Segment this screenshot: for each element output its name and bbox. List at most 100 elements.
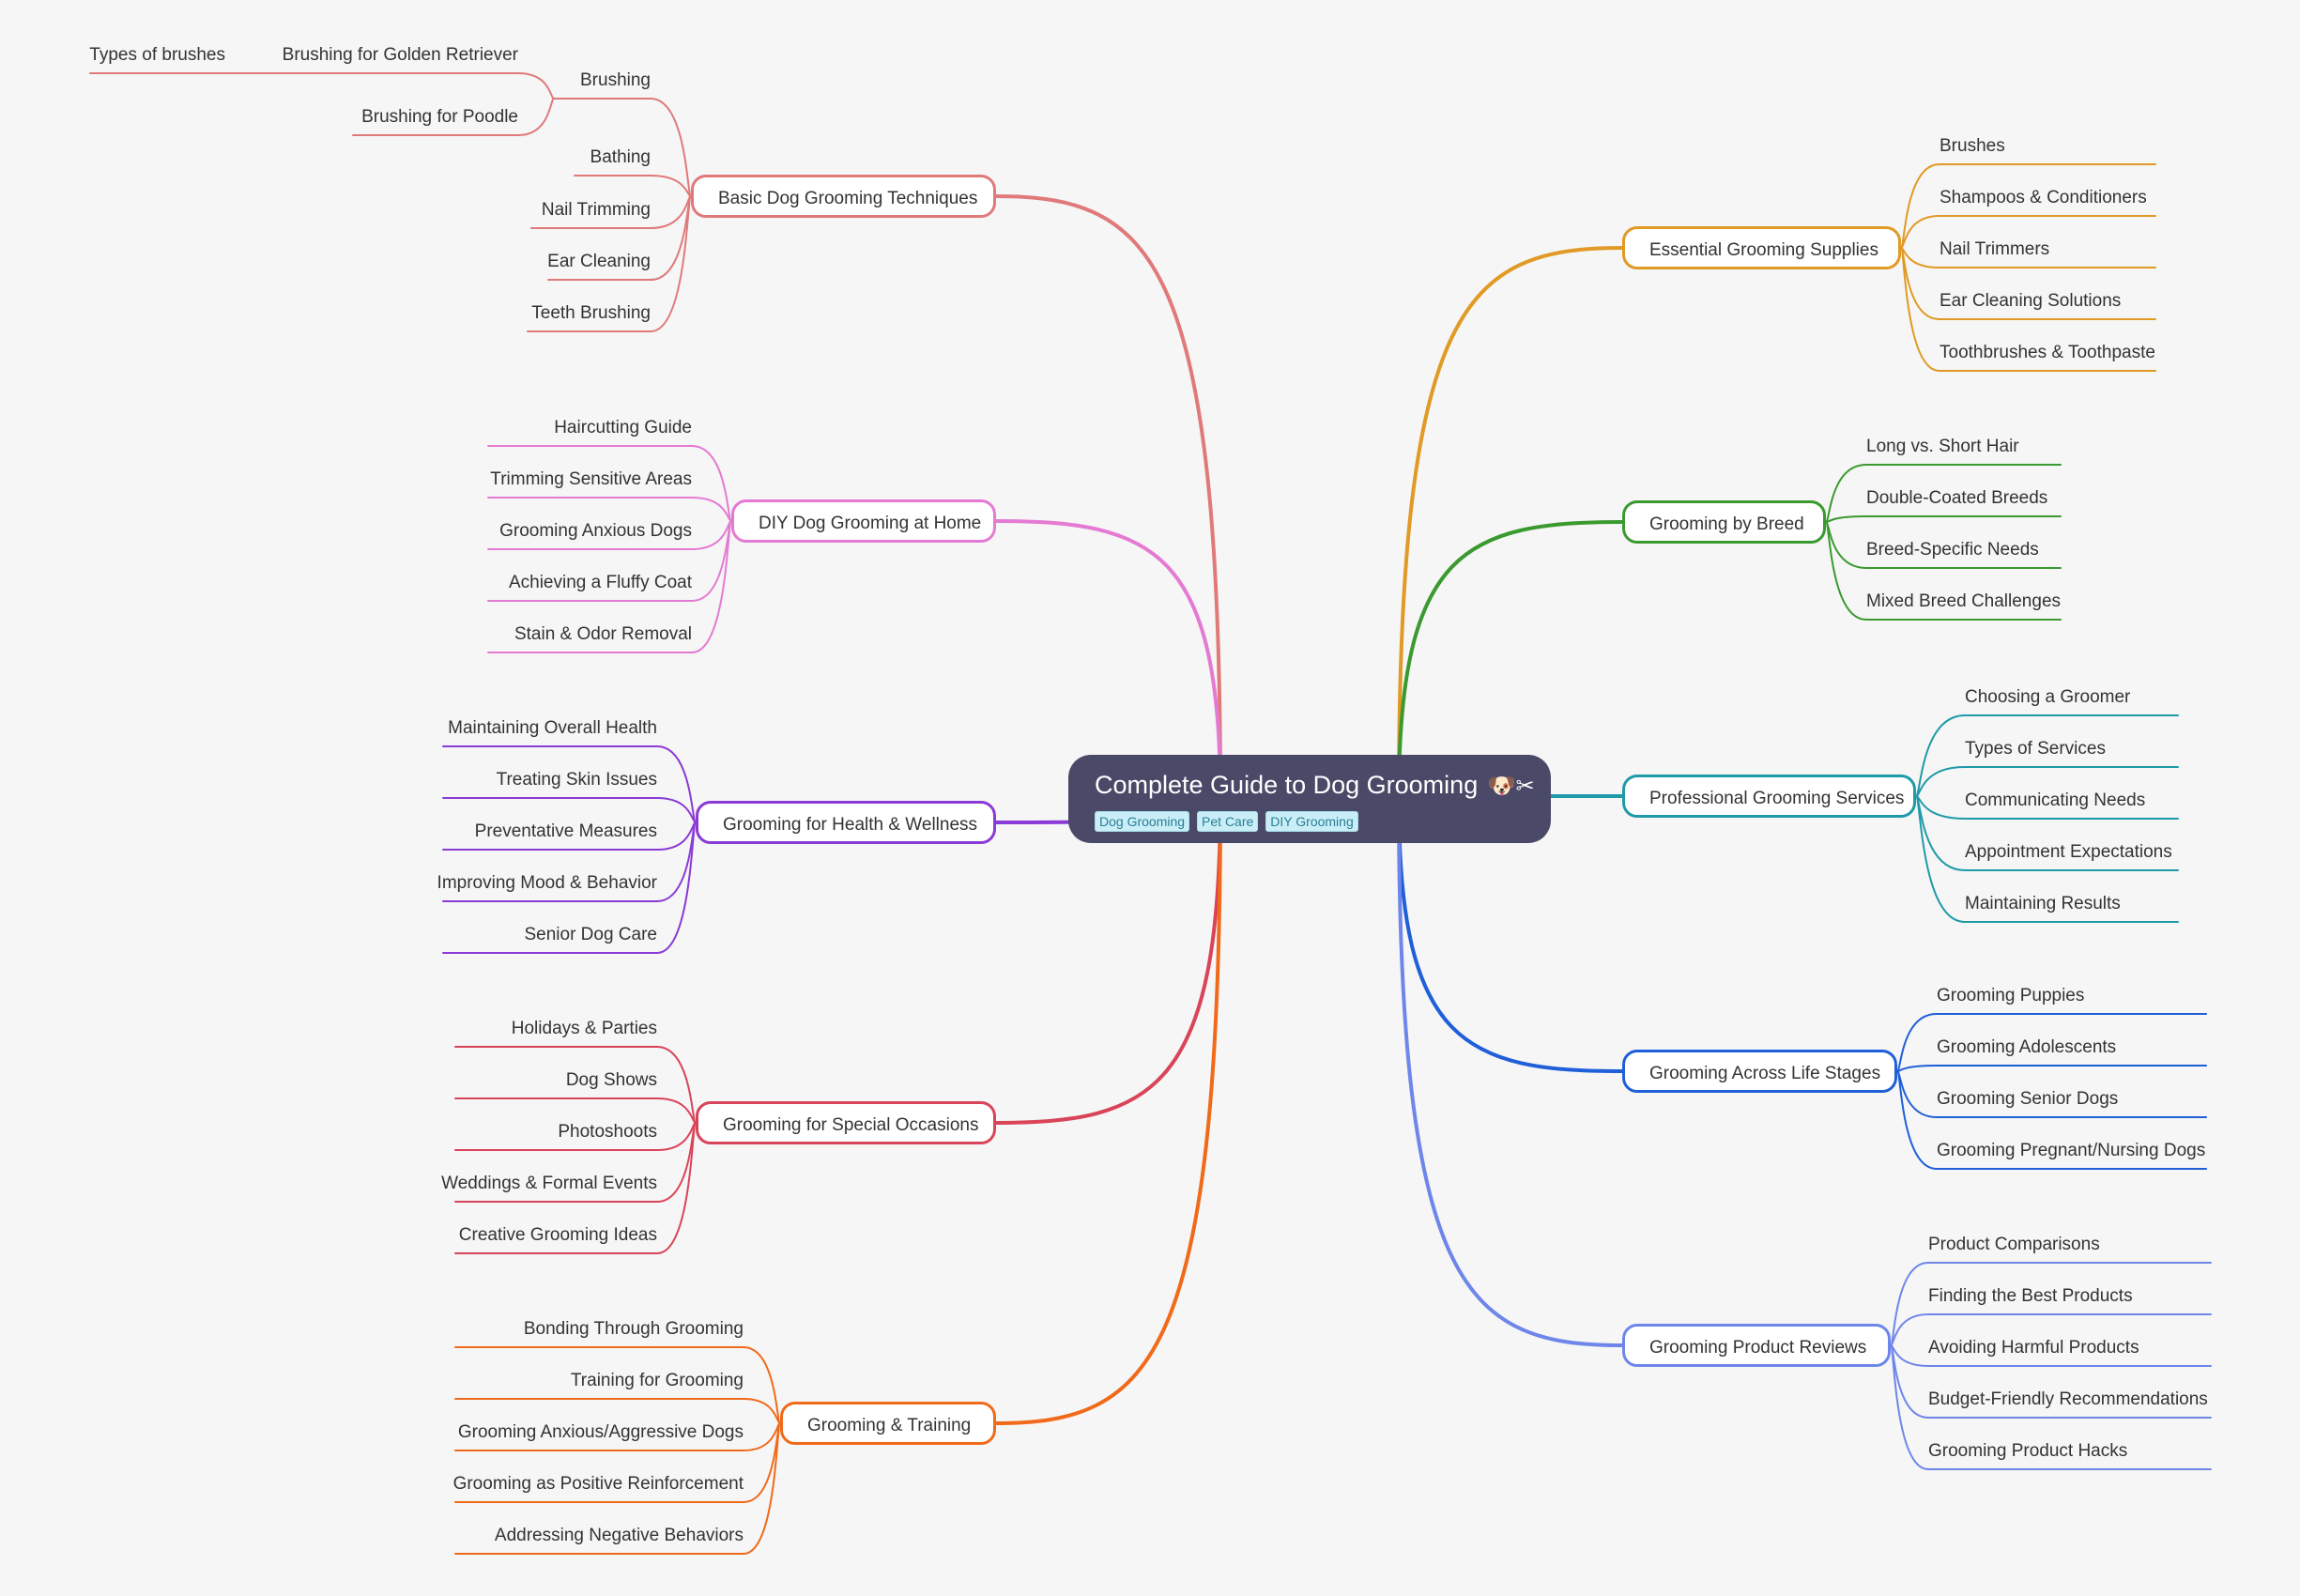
branch-by-breed[interactable]: Grooming by Breed bbox=[1622, 500, 1826, 544]
branch-training[interactable]: Grooming & Training bbox=[780, 1402, 996, 1445]
leaf-holidays-parties[interactable]: Holidays & Parties bbox=[511, 1019, 657, 1038]
leaf-bathing[interactable]: Bathing bbox=[590, 147, 651, 167]
leaf-connector bbox=[656, 1046, 697, 1124]
leaf-connector bbox=[650, 195, 692, 332]
branch-basic-techniques[interactable]: Basic Dog Grooming Techniques bbox=[691, 175, 996, 218]
leaf-connector bbox=[691, 520, 732, 550]
leaf-creative-grooming-ideas[interactable]: Creative Grooming Ideas bbox=[458, 1225, 657, 1245]
leaf-improving-mood-behavior[interactable]: Improving Mood & Behavior bbox=[437, 873, 657, 893]
leaf-grooming-anxious-dogs[interactable]: Grooming Anxious Dogs bbox=[499, 521, 692, 541]
leaf-achieving-a-fluffy-coat[interactable]: Achieving a Fluffy Coat bbox=[508, 573, 692, 592]
leaf-grooming-product-hacks[interactable]: Grooming Product Hacks bbox=[1928, 1441, 2128, 1461]
branch-connector bbox=[1397, 520, 1624, 801]
leaf-connector bbox=[743, 1346, 781, 1424]
leaf-connector bbox=[691, 497, 732, 522]
leaf-connector bbox=[656, 1122, 697, 1151]
leaf-connector bbox=[691, 520, 732, 653]
leaf-addressing-negative-behaviors[interactable]: Addressing Negative Behaviors bbox=[494, 1526, 744, 1545]
leaf-toothbrushes-toothpaste[interactable]: Toothbrushes & Toothpaste bbox=[1940, 343, 2155, 362]
leaf-connector bbox=[656, 1097, 697, 1124]
leaf-brushes[interactable]: Brushes bbox=[1940, 136, 2005, 156]
leaf-connector bbox=[743, 1398, 781, 1424]
branch-life-stages[interactable]: Grooming Across Life Stages bbox=[1622, 1050, 1897, 1093]
leaf-types-of-brushes[interactable]: Types of brushes bbox=[89, 45, 225, 65]
dog-scissors-icon: 🐶✂ bbox=[1487, 774, 1535, 799]
leaf-connector bbox=[1890, 1344, 1929, 1367]
branch-diy-home[interactable]: DIY Dog Grooming at Home bbox=[731, 499, 996, 543]
leaf-haircutting-guide[interactable]: Haircutting Guide bbox=[554, 418, 692, 437]
leaf-brushing-for-poodle[interactable]: Brushing for Poodle bbox=[361, 107, 518, 127]
leaf-trimming-sensitive-areas[interactable]: Trimming Sensitive Areas bbox=[490, 469, 692, 489]
leaf-senior-dog-care[interactable]: Senior Dog Care bbox=[524, 925, 657, 944]
leaf-mixed-breed-challenges[interactable]: Mixed Breed Challenges bbox=[1866, 591, 2062, 611]
leaf-choosing-a-groomer[interactable]: Choosing a Groomer bbox=[1965, 687, 2131, 707]
branch-connector bbox=[994, 519, 1222, 801]
leaf-teeth-brushing[interactable]: Teeth Brushing bbox=[531, 303, 651, 323]
leaf-grooming-adolescents[interactable]: Grooming Adolescents bbox=[1937, 1037, 2117, 1057]
leaf-shampoos-conditioners[interactable]: Shampoos & Conditioners bbox=[1940, 188, 2147, 207]
leaf-grooming-as-positive-reinforcement[interactable]: Grooming as Positive Reinforcement bbox=[452, 1474, 744, 1494]
leaf-connector bbox=[1825, 521, 1867, 621]
leaf-training-for-grooming[interactable]: Training for Grooming bbox=[570, 1371, 744, 1390]
leaf-brushing[interactable]: Brushing bbox=[580, 70, 651, 90]
leaf-connector bbox=[650, 98, 692, 197]
leaf-grooming-senior-dogs[interactable]: Grooming Senior Dogs bbox=[1937, 1089, 2119, 1109]
branch-health-wellness[interactable]: Grooming for Health & Wellness bbox=[696, 801, 996, 844]
branch-special-occasions[interactable]: Grooming for Special Occasions bbox=[696, 1101, 996, 1144]
branch-supplies[interactable]: Essential Grooming Supplies bbox=[1622, 226, 1901, 269]
leaf-budget-friendly-recommendations[interactable]: Budget-Friendly Recommendations bbox=[1928, 1389, 2208, 1409]
leaf-connector bbox=[1915, 795, 1966, 871]
leaf-grooming-pregnant-nursing-dogs[interactable]: Grooming Pregnant/Nursing Dogs bbox=[1937, 1141, 2206, 1160]
leaf-maintaining-overall-health[interactable]: Maintaining Overall Health bbox=[448, 718, 657, 738]
leaf-connector bbox=[656, 797, 697, 823]
leaf-connector bbox=[650, 175, 692, 197]
leaf-connector bbox=[517, 98, 555, 136]
leaf-long-vs-short-hair[interactable]: Long vs. Short Hair bbox=[1866, 437, 2019, 456]
leaf-ear-cleaning[interactable]: Ear Cleaning bbox=[547, 252, 651, 271]
branch-professional[interactable]: Professional Grooming Services bbox=[1622, 775, 1916, 818]
leaf-nail-trimmers[interactable]: Nail Trimmers bbox=[1940, 239, 2050, 259]
leaf-breed-specific-needs[interactable]: Breed-Specific Needs bbox=[1866, 540, 2039, 560]
tag-pet-care[interactable]: Pet Care bbox=[1197, 811, 1259, 832]
leaf-connector bbox=[1900, 247, 1940, 269]
leaf-finding-the-best-products[interactable]: Finding the Best Products bbox=[1928, 1286, 2133, 1306]
leaf-connector bbox=[1890, 1313, 1929, 1346]
leaf-nail-trimming[interactable]: Nail Trimming bbox=[541, 200, 651, 220]
leaf-connector bbox=[1915, 795, 1966, 923]
leaf-double-coated-breeds[interactable]: Double-Coated Breeds bbox=[1866, 488, 2048, 508]
leaf-appointment-expectations[interactable]: Appointment Expectations bbox=[1965, 842, 2172, 862]
root-topic[interactable]: Complete Guide to Dog Grooming 🐶✂ Dog Gr… bbox=[1068, 755, 1551, 843]
leaf-maintaining-results[interactable]: Maintaining Results bbox=[1965, 894, 2121, 913]
leaf-brushing-for-golden-retriever[interactable]: Brushing for Golden Retriever bbox=[282, 45, 518, 65]
leaf-connector bbox=[1896, 1070, 1938, 1170]
leaf-bonding-through-grooming[interactable]: Bonding Through Grooming bbox=[523, 1319, 744, 1339]
leaf-connector bbox=[656, 821, 697, 851]
leaf-avoiding-harmful-products[interactable]: Avoiding Harmful Products bbox=[1928, 1338, 2139, 1358]
leaf-types-of-services[interactable]: Types of Services bbox=[1965, 739, 2106, 759]
leaf-treating-skin-issues[interactable]: Treating Skin Issues bbox=[496, 770, 657, 790]
branch-product-reviews[interactable]: Grooming Product Reviews bbox=[1622, 1324, 1891, 1367]
branch-connector bbox=[1397, 246, 1624, 801]
leaf-connector bbox=[1915, 766, 1966, 797]
leaf-connector bbox=[691, 445, 732, 522]
leaf-stain-odor-removal[interactable]: Stain & Odor Removal bbox=[514, 624, 692, 644]
branch-connector bbox=[994, 797, 1222, 1425]
leaf-ear-cleaning-solutions[interactable]: Ear Cleaning Solutions bbox=[1940, 291, 2122, 311]
tag-diy-grooming[interactable]: DIY Grooming bbox=[1265, 811, 1358, 832]
leaf-weddings-formal-events[interactable]: Weddings & Formal Events bbox=[441, 1174, 657, 1193]
leaf-connector bbox=[1890, 1344, 1929, 1470]
leaf-connector bbox=[1915, 795, 1966, 820]
leaf-connector bbox=[1890, 1344, 1929, 1419]
leaf-product-comparisons[interactable]: Product Comparisons bbox=[1928, 1235, 2100, 1254]
leaf-connector bbox=[656, 821, 697, 954]
tag-dog-grooming[interactable]: Dog Grooming bbox=[1095, 811, 1190, 832]
leaf-grooming-puppies[interactable]: Grooming Puppies bbox=[1937, 986, 2085, 1005]
leaf-photoshoots[interactable]: Photoshoots bbox=[558, 1122, 657, 1142]
leaf-grooming-anxious-aggressive-dogs[interactable]: Grooming Anxious/Aggressive Dogs bbox=[457, 1422, 744, 1442]
leaf-preventative-measures[interactable]: Preventative Measures bbox=[474, 821, 657, 841]
leaf-connector bbox=[1825, 464, 1867, 523]
leaf-dog-shows[interactable]: Dog Shows bbox=[565, 1070, 657, 1090]
leaf-connector bbox=[517, 72, 555, 100]
leaf-communicating-needs[interactable]: Communicating Needs bbox=[1965, 790, 2146, 810]
